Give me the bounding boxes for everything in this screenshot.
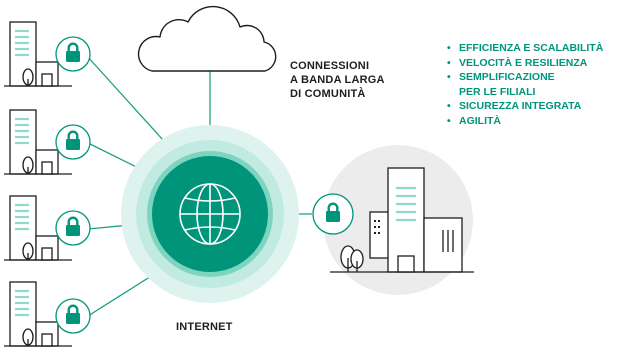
padlock-badge-branch-2	[55, 124, 91, 160]
internet-label: INTERNET	[176, 321, 233, 333]
headquarters-building-icon	[330, 167, 474, 273]
tree-icon	[340, 245, 364, 272]
cloud-label: CONNESSIONI A BANDA LARGA DI COMUNITÀ	[290, 59, 385, 101]
padlock-badge-headquarters	[312, 193, 354, 235]
benefit-item: AGILITÀ	[447, 114, 603, 129]
padlock-badge-branch-1	[55, 36, 91, 72]
benefits-list: EFFICIENZA E SCALABILITÀ VELOCITÀ E RESI…	[447, 41, 603, 129]
padlock-badge-branch-3	[55, 210, 91, 246]
cloud-label-line-3: DI COMUNITÀ	[290, 88, 366, 100]
cloud-label-line-2: A BANDA LARGA	[290, 74, 385, 86]
padlock-badge-branch-4	[55, 298, 91, 334]
cloud-label-line-1: CONNESSIONI	[290, 60, 370, 72]
cloud-icon	[137, 5, 277, 72]
globe-icon	[179, 183, 241, 245]
benefit-item: SEMPLIFICAZIONE PER LE FILIALI	[447, 70, 603, 99]
benefit-item: EFFICIENZA E SCALABILITÀ	[447, 41, 603, 56]
benefit-item: SICUREZZA INTEGRATA	[447, 99, 603, 114]
benefit-item: VELOCITÀ E RESILIENZA	[447, 56, 603, 71]
